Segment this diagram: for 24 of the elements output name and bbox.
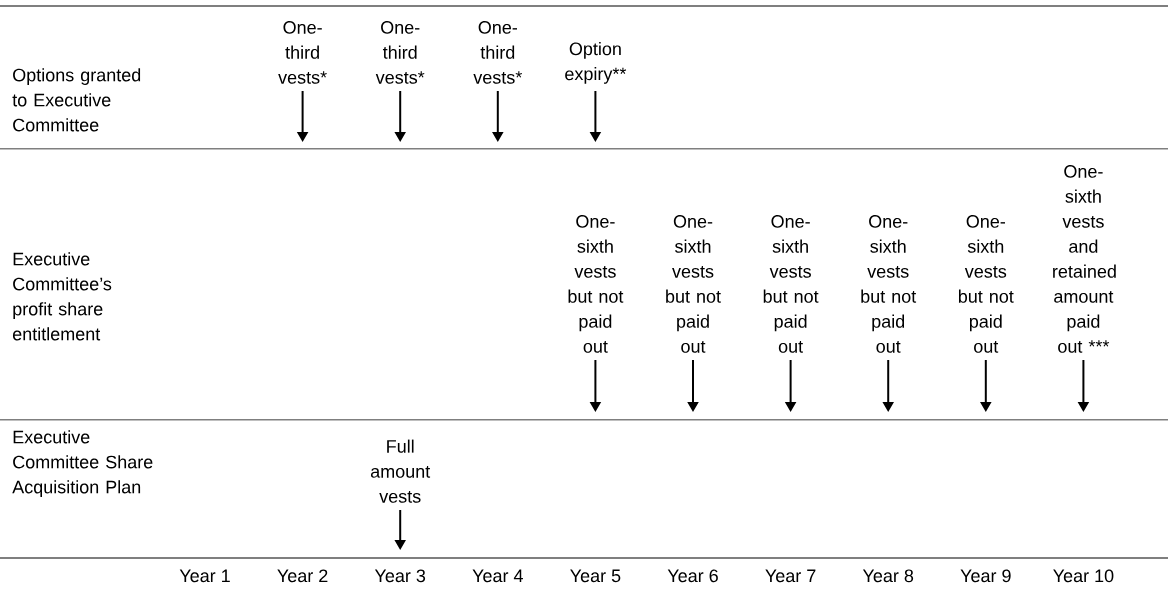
year-label: Year 2 xyxy=(277,569,328,583)
event-text: One-sixth vests but not paid out xyxy=(861,215,917,353)
event-text: One-third vests* xyxy=(375,21,425,84)
event-text: One-sixth vests but not paid out xyxy=(763,215,819,353)
year-label: Year 8 xyxy=(862,569,914,583)
event-text: One-sixth vests but not paid out xyxy=(958,215,1014,353)
year-label: Year 7 xyxy=(765,569,816,583)
year-label: Year 6 xyxy=(667,569,718,583)
year-label: Year 5 xyxy=(570,569,621,583)
event-text: One-sixth vests but not paid out xyxy=(666,215,721,353)
row-heading: Options granted to Executive Committee xyxy=(12,68,141,132)
event-text: One-sixth vests but not paid out xyxy=(568,215,624,353)
event-text: One-third vests* xyxy=(473,21,523,84)
year-label: Year 10 xyxy=(1053,569,1114,583)
row-heading: Executive Committee’s profit share entitlement xyxy=(12,252,112,341)
row-heading: Executive Committee Share Acquisition Plan xyxy=(12,430,153,497)
year-label: Year 1 xyxy=(179,569,230,583)
event-text: One-sixth vests and retained amount paid out *** xyxy=(1053,165,1116,353)
year-label: Year 9 xyxy=(960,569,1011,583)
event-text: One-third vests* xyxy=(278,21,327,84)
event-text: Option expiry** xyxy=(565,42,627,84)
year-label: Year 4 xyxy=(472,569,523,583)
year-label: Year 3 xyxy=(374,569,426,583)
event-text: Full amount vests xyxy=(370,439,431,503)
